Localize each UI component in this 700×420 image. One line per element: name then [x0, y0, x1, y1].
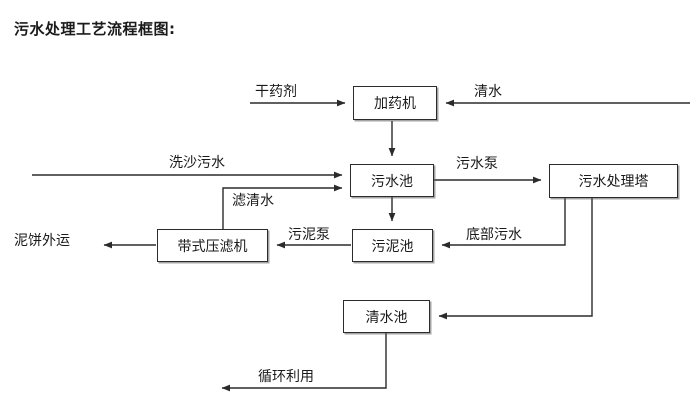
node-dosing-machine[interactable]: 加药机	[353, 86, 437, 120]
terminal-clean-water-in: 清水	[474, 84, 502, 100]
edge-tower-to-clean-water-pool	[438, 198, 593, 320]
edge-label-bottom-sewage: 底部污水	[466, 227, 522, 243]
node-label-sewage-pool: 污水池	[371, 173, 413, 190]
terminal-dry-chemical: 干药剂	[255, 84, 297, 100]
node-treatment-tower[interactable]: 污水处理塔	[549, 164, 678, 198]
terminal-mud-cake-out: 泥饼外运	[14, 233, 70, 249]
edge-label-filtered-clear-water: 滤清水	[232, 193, 274, 209]
edge-label-sewage-pump: 污水泵	[456, 156, 498, 172]
edge-label-recycle-reuse: 循环利用	[258, 369, 314, 385]
node-label-belt-filter-press: 带式压滤机	[177, 238, 248, 255]
edge-tower-bottom-sewage-to-sludge-pool	[441, 198, 566, 249]
edge-label-sludge-pump: 污泥泵	[288, 227, 330, 243]
node-label-clean-water-pool: 清水池	[365, 309, 408, 326]
node-sludge-pool[interactable]: 污泥池	[352, 229, 433, 262]
page-title: 污水处理工艺流程框图:	[14, 20, 176, 38]
node-label-dosing-machine: 加药机	[374, 96, 416, 112]
node-clean-water-pool[interactable]: 清水池	[343, 300, 430, 333]
edge-clean-water-pool-recycle	[221, 333, 387, 392]
node-label-sludge-pool: 污泥池	[371, 238, 414, 255]
terminal-sand-wash-sewage: 洗沙污水	[169, 155, 225, 171]
node-belt-filter-press[interactable]: 带式压滤机	[157, 229, 268, 262]
node-sewage-pool[interactable]: 污水池	[350, 164, 434, 197]
edge-filtered-water-to-sewage-pool	[222, 184, 343, 229]
node-label-treatment-tower: 污水处理塔	[578, 174, 649, 190]
